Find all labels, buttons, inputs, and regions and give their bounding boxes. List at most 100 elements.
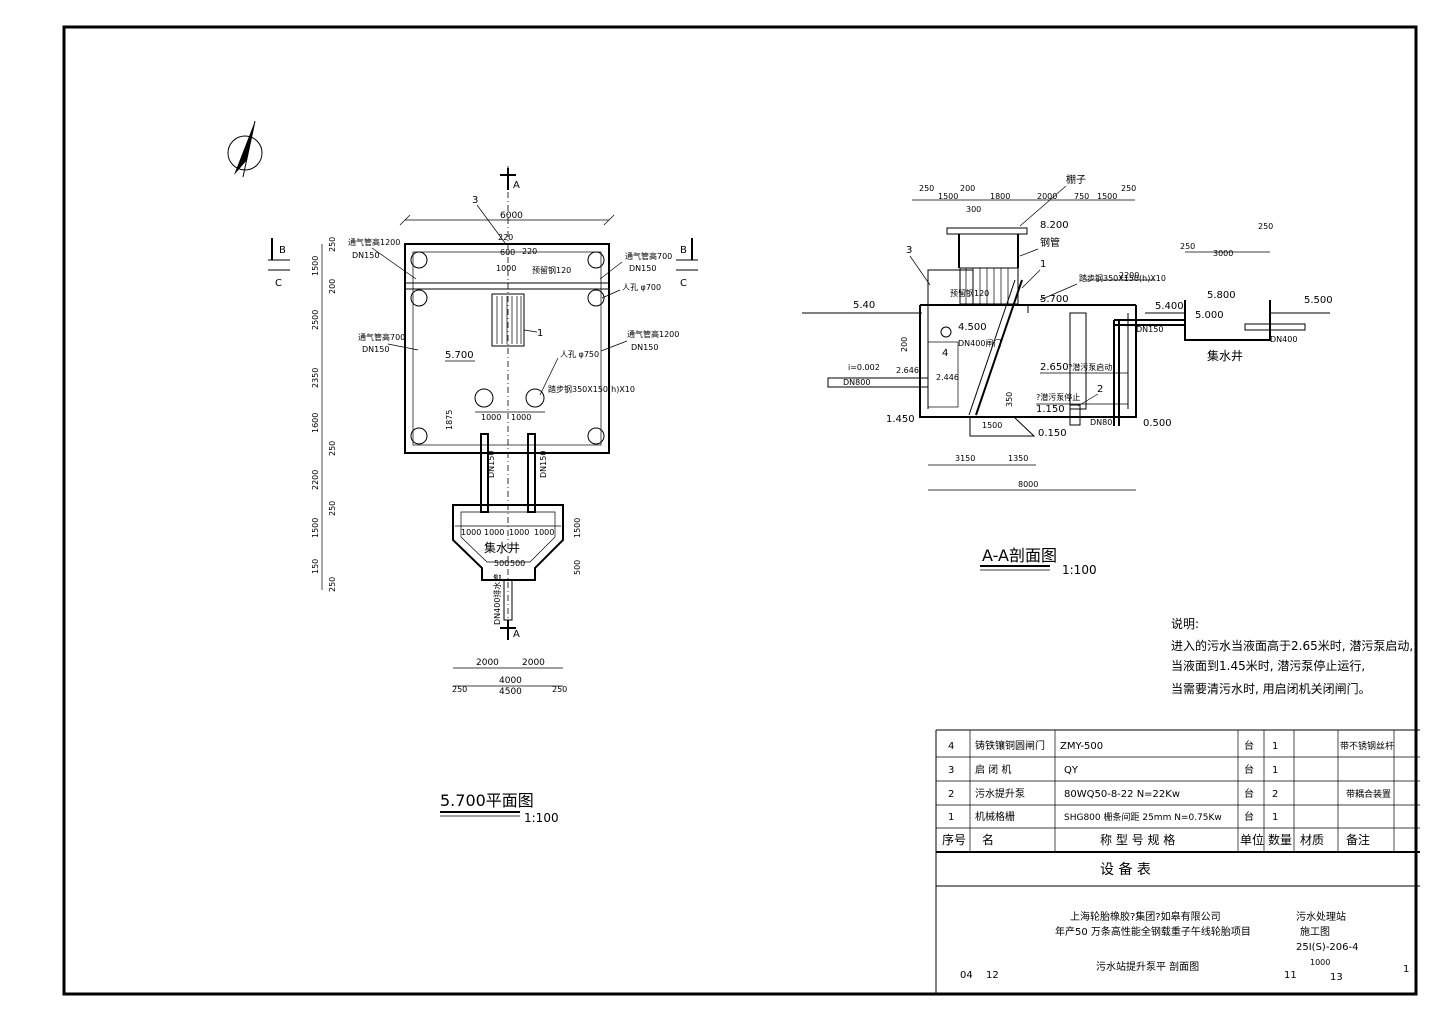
svg-text:4: 4 [942,348,948,359]
svg-text:带不锈钢丝杆: 带不锈钢丝杆 [1340,740,1394,752]
plan-dn400: DN400排水管 [492,574,502,625]
plan-section-bc-left: B C [268,238,290,289]
svg-text:1: 1 [1272,741,1278,752]
svg-text:?潜污泵启动: ?潜污泵启动 [1068,362,1112,372]
svg-text:500: 500 [494,559,509,568]
svg-text:1500: 1500 [573,518,582,538]
svg-text:3150: 3150 [955,454,975,463]
svg-text:4000: 4000 [499,676,522,686]
svg-text:200: 200 [960,184,975,193]
section-level-8200: 8.200 [1040,220,1069,231]
notes-heading: 说明: [1171,616,1199,631]
tb-number: 25I(S)-206-4 [1296,942,1359,953]
svg-text:DN150: DN150 [352,251,379,260]
svg-text:8000: 8000 [1018,480,1038,489]
eq-row-4-name: 机械格栅 [975,810,1015,823]
eq-header-name: 名 [982,832,994,847]
svg-text:1: 1 [1040,259,1046,270]
eq-row-3-name: 污水提升泵 [975,788,1025,800]
eq-header-model: 称 型 号 规 格 [1100,832,1175,847]
svg-text:250: 250 [552,685,567,694]
section-screen [975,279,1023,416]
section-shed: 棚子 [1066,173,1086,186]
svg-text:1600: 1600 [311,413,320,433]
eq-header-material: 材质 [1300,833,1324,847]
svg-text:台: 台 [1244,739,1254,752]
section-title: A-A剖面图 [982,546,1057,565]
svg-text:250: 250 [328,577,337,592]
svg-text:1000: 1000 [534,528,554,537]
svg-text:200: 200 [328,279,337,294]
section-level-2446: 2.446 [936,373,959,382]
north-arrow-icon [227,120,263,178]
svg-text:DN150: DN150 [539,451,548,478]
plan-level-5700: 5.700 [445,350,474,361]
drawing-border [62,25,1418,996]
plan-scale: 1:100 [524,811,559,825]
notes-block: 说明: 进入的污水当液面高于2.65米时, 潜污泵启动, 当液面到1.45米时,… [1171,616,1413,696]
svg-text:2: 2 [1272,789,1278,800]
section-level-1450: 1.450 [886,414,915,425]
section-level-0500: 0.500 [1143,418,1172,429]
plan-vent-tl: 通气管高1200 [348,237,400,247]
section-dn400-gate: DN400闸门 [958,338,1001,348]
section-view: 250 200 1500 1800 2000 750 1500 250 300 … [802,173,1333,577]
eq-row-2-name: 启 闭 机 [975,763,1011,776]
svg-text:250: 250 [1121,184,1136,193]
svg-text:500: 500 [510,559,525,568]
section-ladder: 踏步钢350X150(h)X10 [1079,273,1166,283]
section-level-5000: 5.000 [1195,310,1224,321]
svg-text:C: C [275,278,282,289]
svg-text:250: 250 [328,501,337,516]
svg-text:04: 04 [960,970,973,981]
notes-line-1: 进入的污水当液面高于2.65米时, 潜污泵启动, [1171,638,1413,653]
svg-text:250: 250 [328,237,337,252]
plan-section-bc-right: B C [676,238,698,289]
svg-text:2500: 2500 [311,310,320,330]
svg-text:2000: 2000 [522,658,545,668]
section-level-2646: 2.646 [896,366,919,375]
svg-text:i=0.002: i=0.002 [848,363,880,372]
eq-row-3-model: 80WQ50-8-22 N=22Kw [1064,789,1180,800]
eq-header-qty: 数量 [1268,832,1292,847]
notes-line-3: 当需要清污水时, 用启闭机关闭闸门。 [1171,681,1371,696]
section-level-0150: 0.150 [1038,428,1067,439]
eq-row-1-model: ZMY-500 [1060,741,1103,752]
svg-text:2000: 2000 [1037,192,1057,201]
section-level-5500: 5.500 [1304,295,1333,306]
plan-sump [452,504,564,581]
svg-text:台: 台 [1244,787,1254,800]
svg-text:带耦合装置: 带耦合装置 [1346,788,1391,800]
svg-text:300: 300 [966,205,981,214]
svg-text:1: 1 [1272,812,1278,823]
eq-table-title: 设 备 表 [1100,861,1151,878]
svg-text:DN400: DN400 [1270,335,1297,344]
eq-row-1-name: 铸铁镶铜圆闸门 [975,739,1045,752]
svg-text:1350: 1350 [1008,454,1028,463]
title-block: 上海轮胎橡胶?集团?如皋有限公司 年产50 万条高性能全钢载重子午线轮胎项目 污… [935,886,1409,994]
svg-text:DN150: DN150 [487,451,496,478]
svg-text:1875: 1875 [445,410,454,430]
tb-company: 上海轮胎橡胶?集团?如皋有限公司 [1070,910,1221,923]
plan-pipe-right [527,433,536,513]
tb-project: 年产50 万条高性能全钢载重子午线轮胎项目 [1055,925,1251,938]
section-level-2650: 2.650 [1040,362,1069,373]
svg-text:3000: 3000 [1213,249,1233,258]
plan-sump-label: 集水井 [484,540,520,555]
plan-item-1: 1 [537,328,543,339]
svg-text:1000: 1000 [481,413,501,422]
svg-text:220: 220 [522,247,537,256]
tb-dept: 污水处理站 [1296,910,1346,923]
svg-text:2200: 2200 [311,470,320,490]
svg-text:1000: 1000 [509,528,529,537]
plan-manhole-750: 人孔 φ750 [560,350,599,359]
section-inlet-pipe [827,377,929,388]
svg-text:750: 750 [1074,192,1089,201]
svg-text:1500: 1500 [311,256,320,276]
section-scale: 1:100 [1062,563,1097,577]
svg-text:DN150: DN150 [362,345,389,354]
svg-text:4500: 4500 [499,687,522,697]
eq-row-3-no: 2 [948,789,954,800]
svg-text:?潜污泵停止: ?潜污泵停止 [1036,392,1080,402]
